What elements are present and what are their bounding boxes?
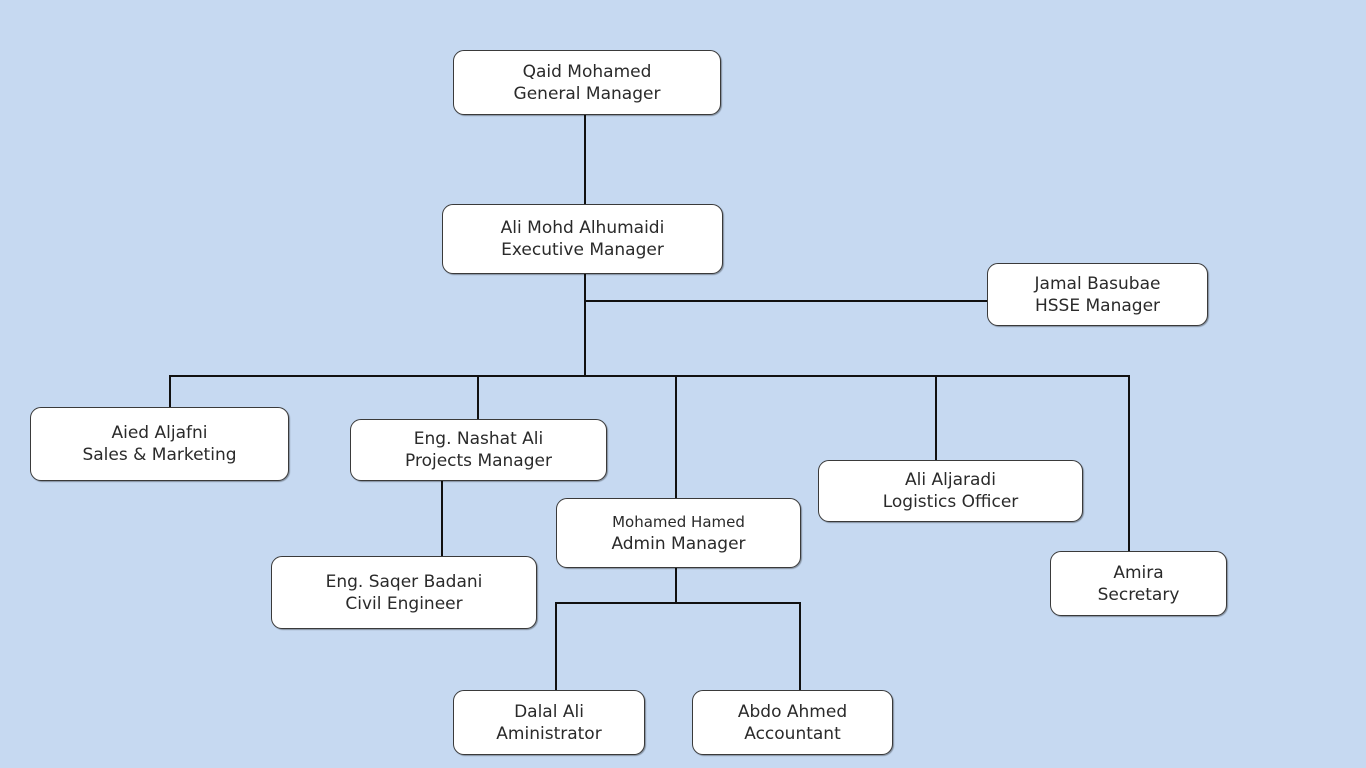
- node-general-manager[interactable]: Qaid Mohamed General Manager: [453, 50, 721, 115]
- node-sales-marketing[interactable]: Aied Aljafni Sales & Marketing: [30, 407, 289, 481]
- node-logistics-officer[interactable]: Ali Aljaradi Logistics Officer: [818, 460, 1083, 522]
- node-title: Aministrator: [496, 723, 602, 744]
- node-hsse-manager[interactable]: Jamal Basubae HSSE Manager: [987, 263, 1208, 326]
- node-civil-engineer[interactable]: Eng. Saqer Badani Civil Engineer: [271, 556, 537, 629]
- node-accountant[interactable]: Abdo Ahmed Accountant: [692, 690, 893, 755]
- node-executive-manager[interactable]: Ali Mohd Alhumaidi Executive Manager: [442, 204, 723, 274]
- connector-to-admin: [675, 375, 677, 499]
- node-name: Abdo Ahmed: [737, 701, 848, 722]
- node-title: Executive Manager: [501, 240, 664, 260]
- node-title: Admin Manager: [611, 534, 746, 554]
- node-title: Accountant: [744, 723, 841, 744]
- connector-to-projects: [477, 375, 479, 420]
- connector-to-accountant: [799, 602, 801, 691]
- node-name: Amira: [1113, 562, 1164, 583]
- connector-admin-bar: [555, 602, 801, 604]
- connector-admin-trunk: [675, 567, 677, 604]
- connector-to-secretary: [1128, 375, 1130, 552]
- node-name: Eng. Saqer Badani: [325, 571, 483, 592]
- connector-gm-exec: [584, 114, 586, 205]
- node-title: Civil Engineer: [345, 593, 463, 614]
- node-title: Sales & Marketing: [82, 445, 237, 465]
- node-administrator[interactable]: Dalal Ali Aministrator: [453, 690, 645, 755]
- node-title: Logistics Officer: [882, 492, 1019, 512]
- node-name: Mohamed Hamed: [612, 513, 745, 531]
- node-name: Jamal Basubae: [1034, 273, 1161, 294]
- node-name: Qaid Mohamed: [522, 61, 652, 82]
- node-title: Secretary: [1097, 584, 1180, 605]
- connector-to-sales: [169, 375, 171, 408]
- connector-projects-civil: [441, 480, 443, 557]
- node-name: Ali Mohd Alhumaidi: [500, 218, 665, 238]
- connector-exec-hsse: [584, 300, 989, 302]
- node-title: HSSE Manager: [1034, 295, 1161, 316]
- node-name: Eng. Nashat Ali: [413, 429, 544, 449]
- node-name: Aied Aljafni: [111, 423, 208, 443]
- connector-to-administrator: [555, 602, 557, 691]
- node-title: Projects Manager: [405, 451, 552, 471]
- node-name: Ali Aljaradi: [905, 470, 996, 490]
- node-name: Dalal Ali: [514, 701, 584, 722]
- connector-to-logistics: [935, 375, 937, 461]
- node-admin-manager[interactable]: Mohamed Hamed Admin Manager: [556, 498, 801, 568]
- node-secretary[interactable]: Amira Secretary: [1050, 551, 1227, 616]
- node-projects-manager[interactable]: Eng. Nashat Ali Projects Manager: [350, 419, 607, 481]
- connector-exec-trunk: [584, 273, 586, 376]
- node-title: General Manager: [513, 83, 661, 104]
- connector-branch-bar: [169, 375, 1130, 377]
